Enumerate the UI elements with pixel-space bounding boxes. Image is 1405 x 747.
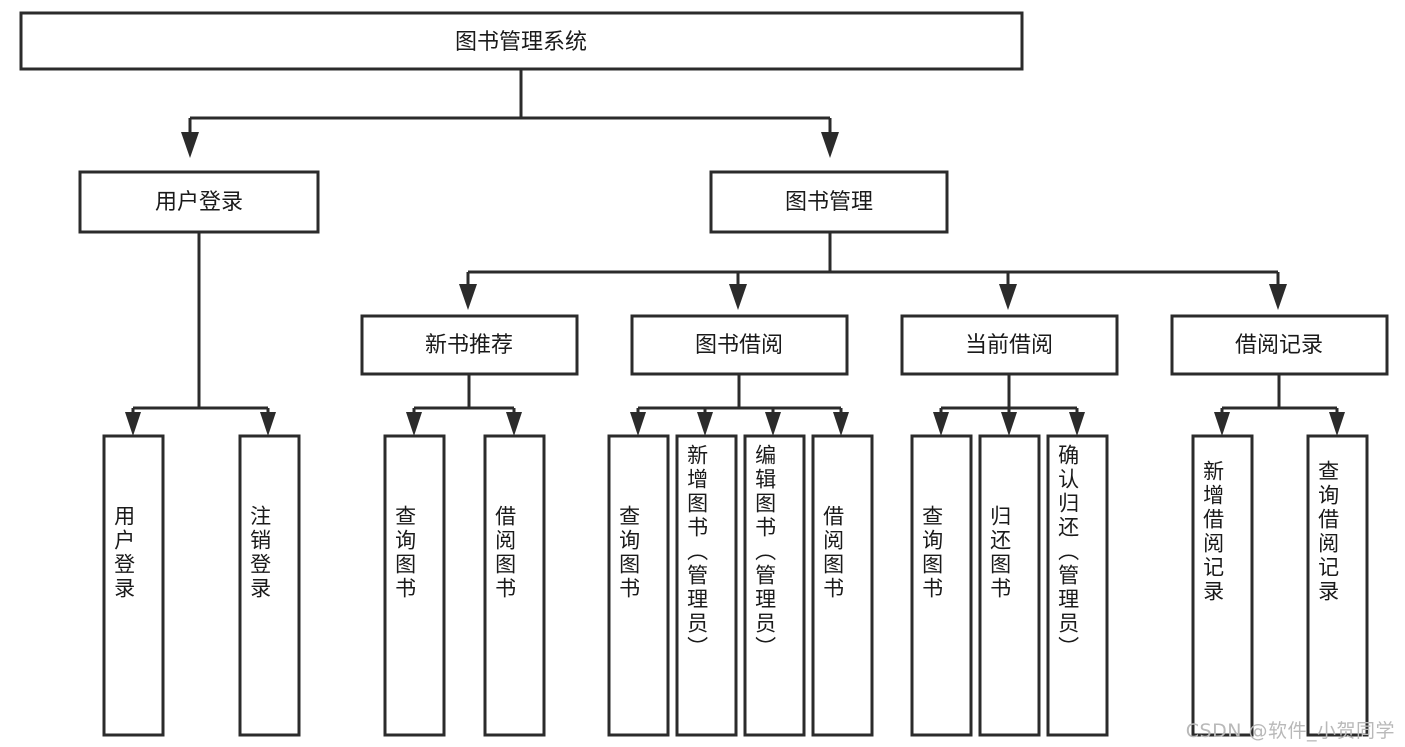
leaf-query-book-3-box[interactable] [910,434,973,737]
leaf-edit-book-box[interactable] [743,434,806,737]
arrow-head-leaf-confirm-return [1069,412,1085,436]
node-root[interactable]: 图书管理系统 [19,11,1024,71]
arrow-head-leaf-borrow-book-2 [833,412,849,436]
connector-root-to-level2 [181,69,839,158]
node-user-login-label: 用户登录 [155,190,243,215]
arrow-head-user-login [181,132,199,158]
connector-book-borrow-to-leaves [630,374,849,436]
node-new-book-recommend[interactable]: 新书推荐 [360,314,579,376]
leaf-query-book-2-box[interactable] [607,434,670,737]
node-current-borrow[interactable]: 当前借阅 [900,314,1119,376]
arrow-head-leaf-user-login [125,412,141,436]
arrow-head-leaf-edit-book [765,412,781,436]
arrow-head-book-borrow [729,284,747,310]
arrow-head-leaf-query-book-2 [630,412,646,436]
csdn-watermark: CSDN @软件_小贺同学 [1185,720,1395,742]
node-borrow-record-box[interactable] [1170,314,1389,376]
arrow-head-new-book-recommend [459,284,477,310]
node-current-borrow-box[interactable] [900,314,1119,376]
connector-current-borrow-to-leaves [933,374,1085,436]
node-user-login[interactable]: 用户登录 [78,170,320,234]
leaf-user-login-box[interactable] [102,434,165,737]
connector-new-book-recommend-to-leaves [406,374,522,436]
leaf-query-book-1-box[interactable] [383,434,446,737]
arrow-head-borrow-record [1269,284,1287,310]
connector-book-manage-to-level3 [459,232,1287,310]
arrow-head-leaf-query-book-3 [933,412,949,436]
arrow-head-leaf-user-logout [260,412,276,436]
leaf-add-book-box[interactable] [675,434,738,737]
arrow-head-book-manage [821,132,839,158]
arrow-head-leaf-query-book-1 [406,412,422,436]
node-book-manage[interactable]: 图书管理 [709,170,949,234]
node-user-login-box[interactable] [78,170,320,234]
leaf-confirm-return-box[interactable] [1046,434,1109,737]
node-borrow-record-label: 借阅记录 [1235,333,1323,358]
leaf-boxes [102,434,1369,737]
leaf-user-logout-box[interactable] [238,434,301,737]
node-root-box[interactable] [19,11,1024,71]
arrow-head-current-borrow [999,284,1017,310]
arrow-head-leaf-query-record [1329,412,1345,436]
leaf-add-record-box[interactable] [1191,434,1254,737]
node-new-book-recommend-label: 新书推荐 [425,333,513,358]
node-current-borrow-label: 当前借阅 [965,333,1053,358]
leaf-borrow-book-2-box[interactable] [811,434,874,737]
arrow-head-leaf-borrow-book-1 [506,412,522,436]
connector-user-login-to-leaves [125,232,276,436]
node-borrow-record[interactable]: 借阅记录 [1170,314,1389,376]
leaf-return-book-box[interactable] [978,434,1041,737]
leaf-query-record-box[interactable] [1306,434,1369,737]
arrow-head-leaf-add-record [1214,412,1230,436]
connector-borrow-record-to-leaves [1214,374,1345,436]
node-book-borrow[interactable]: 图书借阅 [630,314,849,376]
node-book-manage-box[interactable] [709,170,949,234]
node-book-borrow-box[interactable] [630,314,849,376]
node-book-manage-label: 图书管理 [785,190,873,215]
node-root-label: 图书管理系统 [455,30,587,55]
leaf-borrow-book-1-box[interactable] [483,434,546,737]
arrow-head-leaf-return-book [1001,412,1017,436]
arrow-head-leaf-add-book [697,412,713,436]
node-new-book-recommend-box[interactable] [360,314,579,376]
node-book-borrow-label: 图书借阅 [695,333,783,358]
